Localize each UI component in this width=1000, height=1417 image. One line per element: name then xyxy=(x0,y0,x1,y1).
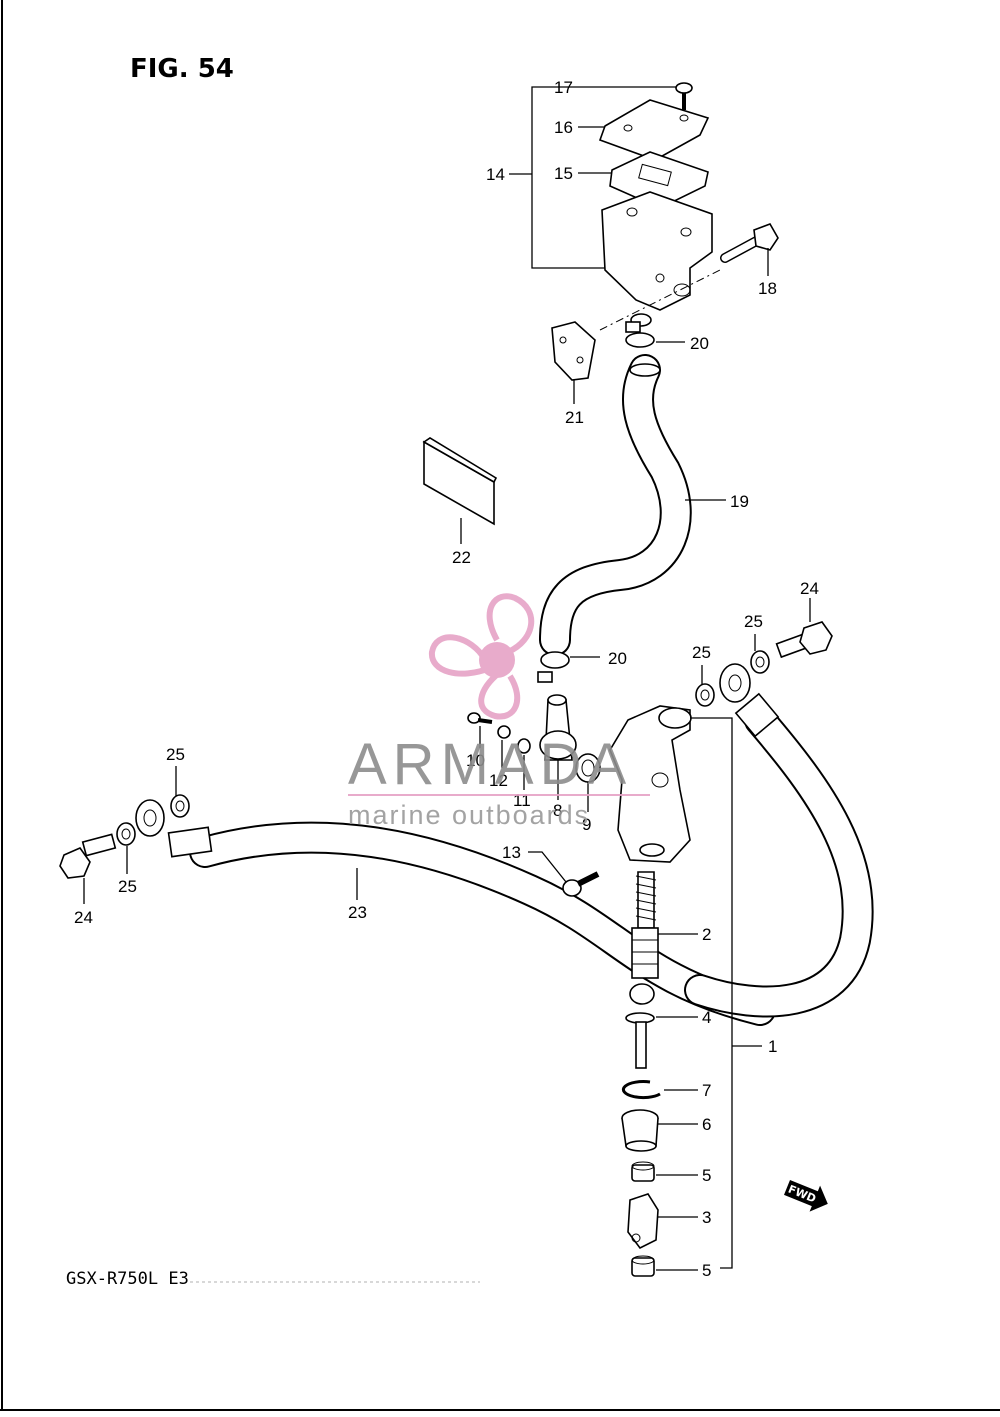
callout-25-d: 25 xyxy=(692,643,711,662)
callout-25-a: 25 xyxy=(166,745,185,764)
callout-5-upper: 5 xyxy=(702,1166,711,1185)
watermark-brand: ARMADA xyxy=(348,732,632,797)
pad-22 xyxy=(422,437,498,526)
screw-13 xyxy=(562,871,600,897)
callout-2: 2 xyxy=(702,925,711,944)
connector-8 xyxy=(539,694,577,761)
callout-20-top: 20 xyxy=(690,334,709,353)
bolt-24-right xyxy=(775,621,833,659)
nut-5-lower xyxy=(631,1255,655,1277)
piston-spring-2 xyxy=(631,871,659,979)
callout-25-c: 25 xyxy=(744,612,763,631)
callout-15: 15 xyxy=(554,164,573,183)
fwd-arrow-icon: FWD xyxy=(784,1180,828,1212)
washer-11 xyxy=(517,738,531,754)
clamp-20-lower xyxy=(537,651,570,683)
model-label: GSX-R750L E3 xyxy=(66,1269,189,1289)
washer-25-c xyxy=(695,683,715,707)
callout-25-b: 25 xyxy=(118,877,137,896)
callout-numbers: 17 16 15 14 18 20 21 19 22 20 24 25 25 2… xyxy=(74,78,819,1280)
master-cylinder-body xyxy=(609,705,692,863)
callout-17: 17 xyxy=(554,78,573,97)
callout-7: 7 xyxy=(702,1081,711,1100)
hose-23 xyxy=(189,821,776,1026)
callout-24-left: 24 xyxy=(74,908,93,927)
callout-14: 14 xyxy=(486,165,505,184)
callout-10: 10 xyxy=(466,751,485,770)
bolt-18 xyxy=(720,223,779,263)
leader-lines xyxy=(83,86,811,1271)
push-rod-4 xyxy=(625,983,655,1069)
callout-9: 9 xyxy=(582,815,591,834)
washer-25-d xyxy=(750,650,770,674)
callout-19: 19 xyxy=(730,492,749,511)
reservoir-body-14 xyxy=(601,191,713,327)
callout-22: 22 xyxy=(452,548,471,567)
bolt-24-left xyxy=(59,833,117,879)
screw-10 xyxy=(467,712,493,724)
diaphragm-15 xyxy=(609,151,709,209)
watermark: ARMADA marine outboards xyxy=(348,593,650,830)
callout-23: 23 xyxy=(348,903,367,922)
nut-5-upper xyxy=(631,1161,655,1182)
washer-25-b xyxy=(116,822,136,846)
screw-17 xyxy=(675,82,693,110)
hose-19 xyxy=(539,354,692,656)
callout-4: 4 xyxy=(702,1008,711,1027)
clamp-20-top xyxy=(625,321,655,348)
circlip-7 xyxy=(621,1080,661,1100)
propeller-logo-icon xyxy=(428,593,535,720)
hose-right xyxy=(684,704,874,1018)
watermark-tagline: marine outboards xyxy=(348,800,590,830)
washer-25-a xyxy=(170,794,190,818)
boot-6 xyxy=(621,1109,659,1152)
reservoir-cap-16 xyxy=(598,99,710,161)
callout-3: 3 xyxy=(702,1208,711,1227)
callout-21: 21 xyxy=(565,408,584,427)
callout-12: 12 xyxy=(489,771,508,790)
banjo-fitting-right xyxy=(719,663,780,738)
callout-24-right: 24 xyxy=(800,579,819,598)
callout-8: 8 xyxy=(553,801,562,820)
figure-title: FIG. 54 xyxy=(130,54,234,84)
washer-12 xyxy=(497,725,511,739)
clevis-3 xyxy=(627,1193,659,1250)
bracket-21 xyxy=(551,321,596,381)
banjo-fitting-left xyxy=(135,799,213,858)
callout-20-lower: 20 xyxy=(608,649,627,668)
callout-6: 6 xyxy=(702,1115,711,1134)
callout-16: 16 xyxy=(554,118,573,137)
callout-18: 18 xyxy=(758,279,777,298)
callout-1: 1 xyxy=(768,1037,777,1056)
callout-13: 13 xyxy=(502,843,521,862)
callout-5-lower: 5 xyxy=(702,1261,711,1280)
